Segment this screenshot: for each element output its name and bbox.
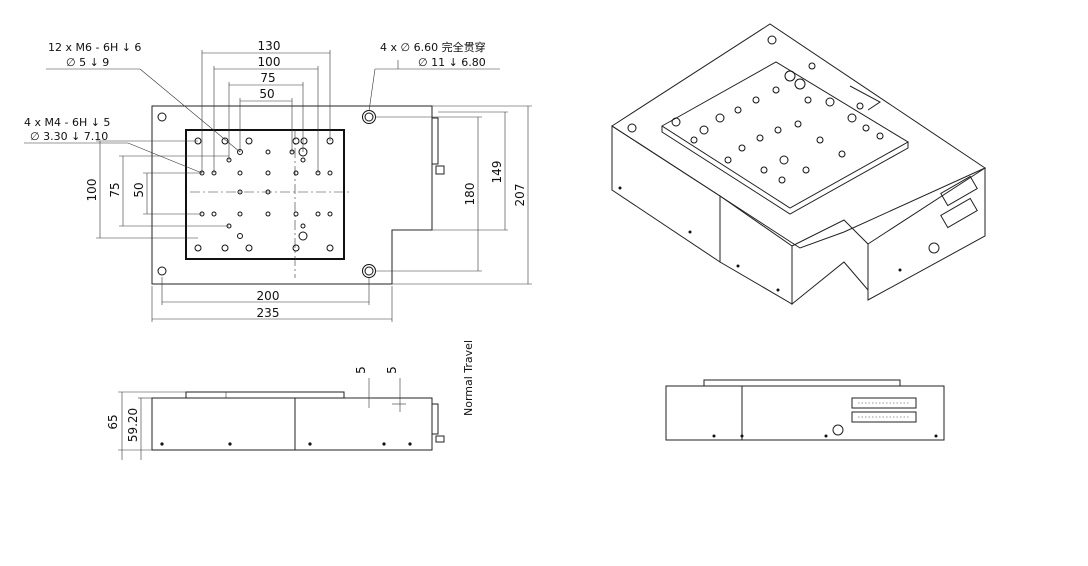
hole [327, 170, 333, 176]
dim-side-5920: 59.20 [126, 408, 140, 442]
hole [300, 137, 308, 145]
rear-table [703, 379, 901, 387]
hole [221, 137, 229, 145]
callout-thru-line1: 4 x ∅ 6.60 完全贯穿 [380, 40, 486, 54]
dim-200: 200 [257, 289, 280, 303]
side-view: 65 59.20 5 5 Normal Travel [106, 340, 475, 460]
dim-side-5b: 5 [385, 366, 399, 374]
hole [300, 157, 306, 163]
normal-travel-label: Normal Travel [462, 340, 475, 416]
dim-130: 130 [258, 39, 281, 53]
callout-m4-line2: ∅ 3.30 ↓ 7.10 [30, 130, 108, 143]
callout-m4-line1: 4 x M4 - 6H ↓ 5 [24, 116, 110, 129]
hole [237, 211, 243, 217]
hole [265, 189, 271, 195]
dim-side-65: 65 [106, 414, 120, 429]
right-dimensions [375, 105, 532, 285]
callout-m6-line2: ∅ 5 ↓ 9 [66, 56, 109, 69]
top-dimensions [201, 50, 331, 173]
hole [265, 149, 271, 155]
dim-right-180: 180 [463, 183, 477, 206]
iso-connector-1 [940, 175, 978, 207]
hole [221, 244, 229, 252]
hole [211, 211, 217, 217]
hole [293, 211, 299, 217]
hole [362, 264, 376, 278]
iso-platform [661, 61, 909, 209]
mounting-table [185, 129, 345, 260]
table-holes [194, 137, 334, 252]
side-connector [431, 403, 439, 435]
hole [237, 170, 243, 176]
hole [265, 211, 271, 217]
left-dimensions [96, 140, 229, 239]
hole [237, 233, 243, 239]
isometric-view [611, 23, 987, 306]
dim-50: 50 [259, 87, 274, 101]
hole [245, 137, 253, 145]
hole [298, 231, 308, 241]
hole [292, 137, 300, 145]
dim-left-75: 75 [108, 182, 122, 197]
hole [245, 244, 253, 252]
dim-100: 100 [258, 55, 281, 69]
dim-75: 75 [260, 71, 275, 85]
hole [292, 244, 300, 252]
dim-right-207: 207 [513, 184, 527, 207]
side-knob [435, 435, 445, 443]
rear-connector-1 [851, 397, 917, 409]
dim-left-50: 50 [132, 182, 146, 197]
callout-thru-line2: ∅ 11 ↓ 6.80 [418, 56, 486, 69]
side-body [151, 397, 433, 451]
hole [362, 110, 376, 124]
iso-left-face [611, 125, 721, 263]
rear-view [665, 379, 945, 441]
iso-right-face [867, 167, 986, 301]
hole [157, 266, 167, 276]
rear-body [665, 385, 945, 441]
callout-m6-line1: 12 x M6 - 6H ↓ 6 [48, 41, 141, 54]
hole [364, 112, 374, 122]
hole [157, 112, 167, 122]
hole [327, 211, 333, 217]
iso-front-face [719, 195, 793, 305]
bottom-dimensions [151, 277, 393, 322]
dim-side-5a: 5 [354, 366, 368, 374]
dim-right-149: 149 [490, 161, 504, 184]
rear-connector-2 [851, 411, 917, 423]
hole [300, 223, 306, 229]
hole [265, 170, 271, 176]
hole [364, 266, 374, 276]
connector-top [431, 117, 439, 165]
hole [293, 170, 299, 176]
hole [237, 189, 243, 195]
dim-235: 235 [257, 306, 280, 320]
iso-notch-face [791, 219, 869, 306]
hole [194, 244, 202, 252]
connector-knob [435, 165, 445, 175]
dim-left-100: 100 [85, 179, 99, 202]
iso-connector-2 [940, 197, 978, 229]
side-table [185, 391, 345, 399]
hole [326, 244, 334, 252]
top-view: 130 100 75 50 100 75 50 [24, 39, 532, 322]
hole [315, 211, 321, 217]
